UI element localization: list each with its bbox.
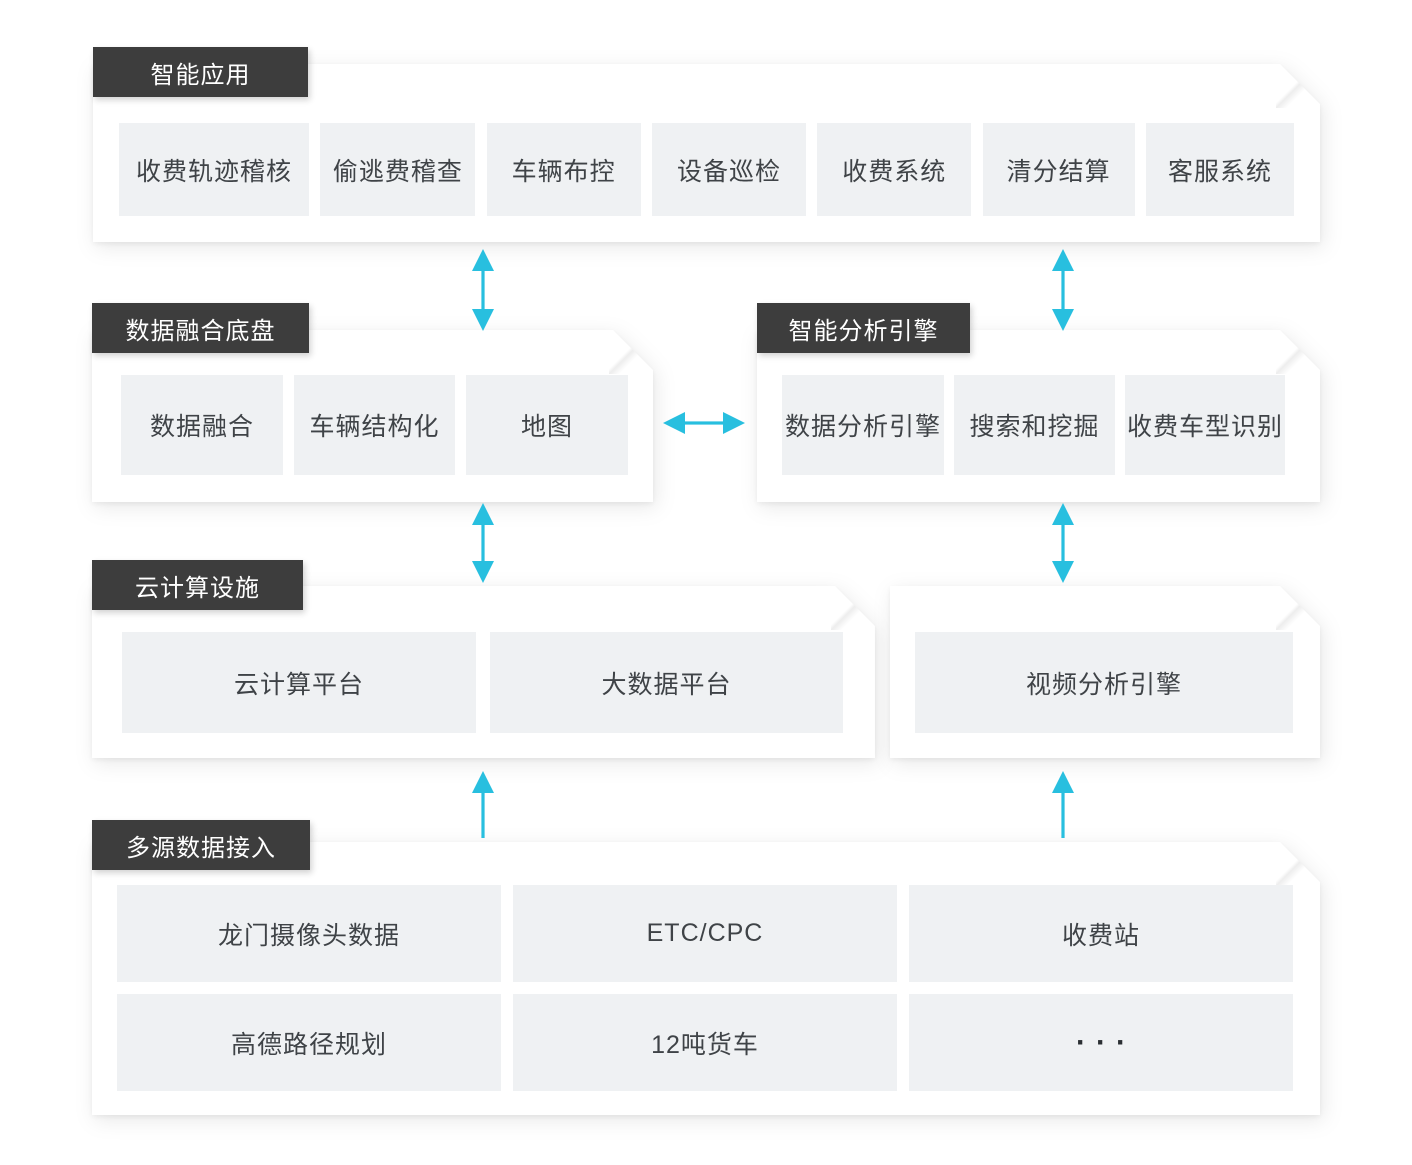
- source-item: 收费站: [909, 885, 1293, 982]
- source-item-more: ···: [909, 994, 1293, 1091]
- source-item: 龙门摄像头数据: [117, 885, 501, 982]
- cloud-item: 大数据平台: [490, 632, 843, 733]
- folded-corner: [831, 586, 875, 630]
- folded-corner: [1276, 64, 1320, 108]
- video-engine-item: 视频分析引擎: [915, 632, 1293, 733]
- fusion-item: 数据融合: [121, 375, 283, 475]
- folded-corner: [1276, 842, 1320, 886]
- engine-item: 搜索和挖掘: [954, 375, 1115, 475]
- arrow-fusion-engine: [663, 408, 745, 438]
- fusion-item: 地图: [466, 375, 628, 475]
- layer-label-data-fusion: 数据融合底盘: [92, 303, 309, 353]
- arrow-apps-fusion: [468, 249, 498, 331]
- app-item: 偷逃费稽查: [320, 123, 475, 216]
- panel-data-sources: 龙门摄像头数据 ETC/CPC 收费站 高德路径规划 12吨货车 ···: [92, 842, 1320, 1115]
- source-item: 12吨货车: [513, 994, 897, 1091]
- layer-label-analysis-engine: 智能分析引擎: [757, 303, 970, 353]
- layer-label-cloud: 云计算设施: [92, 560, 303, 610]
- panel-applications: 收费轨迹稽核 偷逃费稽查 车辆布控 设备巡检 收费系统 清分结算 客服系统: [93, 64, 1320, 242]
- arrow-fusion-cloud: [468, 503, 498, 583]
- app-item: 客服系统: [1146, 123, 1294, 216]
- layer-label-data-sources: 多源数据接入: [92, 820, 310, 870]
- arrow-sources-cloud: [468, 771, 498, 838]
- app-item: 设备巡检: [652, 123, 806, 216]
- app-item: 清分结算: [983, 123, 1135, 216]
- folded-corner: [1276, 330, 1320, 374]
- arrow-apps-engine: [1048, 249, 1078, 331]
- fusion-item: 车辆结构化: [294, 375, 455, 475]
- engine-item: 收费车型识别: [1125, 375, 1285, 475]
- panel-analysis-engine: 数据分析引擎 搜索和挖掘 收费车型识别: [757, 330, 1320, 502]
- app-item: 收费系统: [817, 123, 971, 216]
- layer-label-applications: 智能应用: [93, 47, 308, 97]
- cloud-item: 云计算平台: [122, 632, 476, 733]
- app-item: 车辆布控: [487, 123, 641, 216]
- panel-data-fusion: 数据融合 车辆结构化 地图: [92, 330, 653, 502]
- source-item: ETC/CPC: [513, 885, 897, 982]
- app-item: 收费轨迹稽核: [119, 123, 309, 216]
- arrow-sources-video: [1048, 771, 1078, 838]
- engine-item: 数据分析引擎: [782, 375, 944, 475]
- folded-corner: [609, 330, 653, 374]
- panel-cloud: 云计算平台 大数据平台: [92, 586, 875, 758]
- panel-video-engine: 视频分析引擎: [890, 586, 1320, 758]
- folded-corner: [1276, 586, 1320, 630]
- source-item: 高德路径规划: [117, 994, 501, 1091]
- arrow-engine-video: [1048, 503, 1078, 583]
